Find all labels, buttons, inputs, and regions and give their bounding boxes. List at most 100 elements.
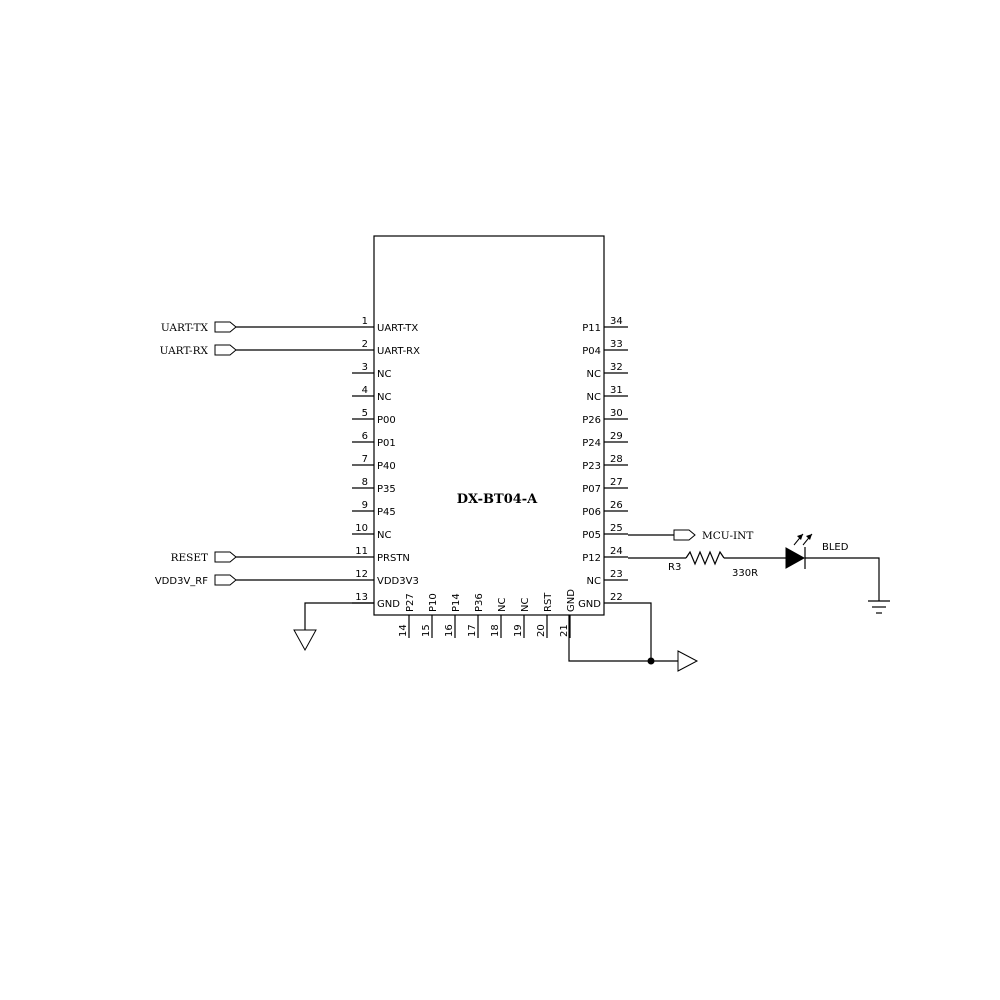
module-body — [373, 235, 605, 616]
pin-number: 20 — [536, 624, 547, 637]
pin-label: GND — [377, 599, 400, 610]
pin-number: 13 — [355, 592, 368, 603]
pin-label: P26 — [582, 415, 601, 426]
pin-number: 6 — [362, 431, 368, 442]
port-uart-rx-label: UART-RX — [160, 345, 209, 357]
pin-number: 9 — [362, 500, 368, 511]
led-circuit: R3 330R BLED — [628, 533, 890, 614]
pin-label: GND — [566, 589, 577, 612]
pin-number: 25 — [610, 523, 623, 534]
left-pin-group: 1UART-TX2UART-RX3NC4NC5P006P017P408P359P… — [236, 316, 420, 610]
pin-label: P12 — [582, 553, 601, 564]
port-reset-label: RESET — [171, 552, 208, 564]
pin-label: P07 — [582, 484, 601, 495]
pin-label: NC — [587, 576, 601, 587]
pin-number: 27 — [610, 477, 623, 488]
pin-number: 21 — [559, 624, 570, 637]
pin-label: NC — [520, 598, 531, 612]
pin-number: 33 — [610, 339, 623, 350]
pin-number: 7 — [362, 454, 368, 465]
pin-label: P35 — [377, 484, 396, 495]
pin-label: P40 — [377, 461, 396, 472]
ground-triangle-right-icon — [677, 650, 699, 672]
pin-label: P24 — [582, 438, 601, 449]
pin-number: 26 — [610, 500, 623, 511]
pin-number: 28 — [610, 454, 623, 465]
pin-label: RST — [543, 592, 554, 612]
pin-label: P23 — [582, 461, 601, 472]
led-icon — [785, 533, 813, 569]
bottom-pin: 18 NC — [490, 598, 508, 638]
pin-label: P00 — [377, 415, 396, 426]
pin-number: 31 — [610, 385, 623, 396]
pin-number: 15 — [421, 624, 432, 637]
right-pin-group: 34P1133P0432NC31NC30P2629P2428P2327P0726… — [578, 316, 628, 610]
chip-name: DX-BT04-A — [457, 492, 538, 507]
left-pin: 3NC — [352, 362, 391, 380]
pin-number: 5 — [362, 408, 368, 419]
bottom-pin: 21 GND — [559, 589, 577, 638]
port-uart-tx-label: UART-TX — [161, 322, 209, 334]
pin-number: 1 — [362, 316, 368, 327]
pin-label: UART-TX — [377, 323, 418, 334]
port-mcu-int-label: MCU-INT — [702, 530, 753, 542]
right-ground-net — [568, 602, 699, 672]
pin-number: 29 — [610, 431, 623, 442]
pin-label: NC — [497, 598, 508, 612]
pin-label: VDD3V3 — [377, 576, 419, 587]
resistor-value: 330R — [732, 568, 758, 579]
resistor-ref: R3 — [668, 562, 681, 573]
pin-label: P27 — [405, 593, 416, 612]
bottom-pin: 15 P10 — [421, 593, 439, 638]
ground-triangle-icon — [293, 629, 317, 652]
pin-number: 34 — [610, 316, 623, 327]
pin-label: P05 — [582, 530, 601, 541]
pin-label: NC — [377, 392, 391, 403]
port-uart-tx: UART-TX — [161, 321, 237, 334]
port-mcu-int: MCU-INT — [628, 529, 753, 542]
pin-label: P10 — [428, 593, 439, 612]
pin-label: NC — [587, 392, 601, 403]
pin-number: 8 — [362, 477, 368, 488]
pin-label: PRSTN — [377, 553, 410, 564]
pin-number: 24 — [610, 546, 623, 557]
pin-number: 12 — [355, 569, 368, 580]
pin-label: P11 — [582, 323, 601, 334]
pin-number: 17 — [467, 624, 478, 637]
pin-number: 4 — [362, 385, 368, 396]
pin-number: 30 — [610, 408, 623, 419]
pin-label: NC — [587, 369, 601, 380]
pin-label: GND — [578, 599, 601, 610]
pin-number: 32 — [610, 362, 623, 373]
pin-number: 18 — [490, 624, 501, 637]
port-vdd-label: VDD3V_RF — [155, 576, 208, 587]
port-vdd: VDD3V_RF — [155, 574, 237, 587]
earth-ground-icon — [868, 600, 890, 614]
resistor-icon — [685, 550, 725, 566]
pin-label: UART-RX — [377, 346, 420, 357]
